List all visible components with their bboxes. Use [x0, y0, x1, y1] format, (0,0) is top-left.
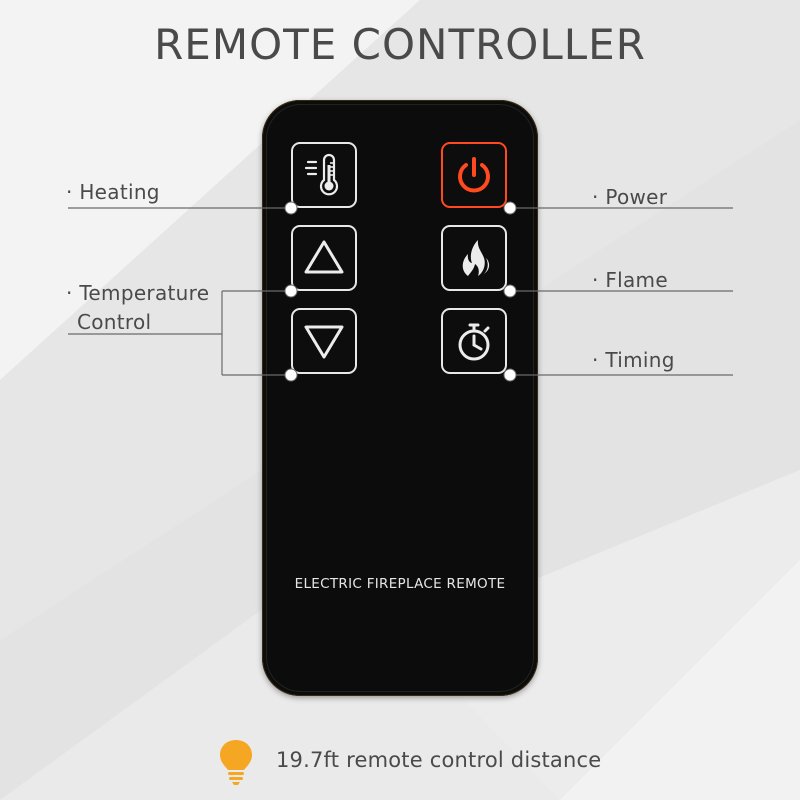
flame-icon [462, 240, 490, 276]
label-temperature-line1: · Temperature [66, 281, 210, 305]
label-flame: · Flame [592, 268, 668, 292]
remote-bevel [266, 104, 534, 692]
remote-distance-text: 19.7ft remote control distance [276, 748, 602, 772]
thermometer-icon [304, 153, 339, 196]
temperature-up-button[interactable] [291, 225, 357, 291]
power-icon [458, 157, 490, 193]
triangle-up-icon [304, 240, 344, 274]
label-heating: · Heating [66, 180, 160, 204]
lightbulb-icon [220, 740, 252, 785]
power-button[interactable] [441, 142, 507, 208]
heating-button[interactable] [291, 142, 357, 208]
stopwatch-icon [458, 323, 490, 361]
label-timing: · Timing [592, 348, 675, 372]
label-temperature-line2: Control [77, 310, 152, 334]
temperature-down-button[interactable] [291, 308, 357, 374]
flame-button[interactable] [441, 225, 507, 291]
page-title: REMOTE CONTROLLER [154, 20, 646, 69]
label-power: · Power [592, 185, 668, 209]
timing-button[interactable] [441, 308, 507, 374]
remote-model-label: ELECTRIC FIREPLACE REMOTE [294, 576, 506, 592]
triangle-down-icon [304, 325, 344, 359]
